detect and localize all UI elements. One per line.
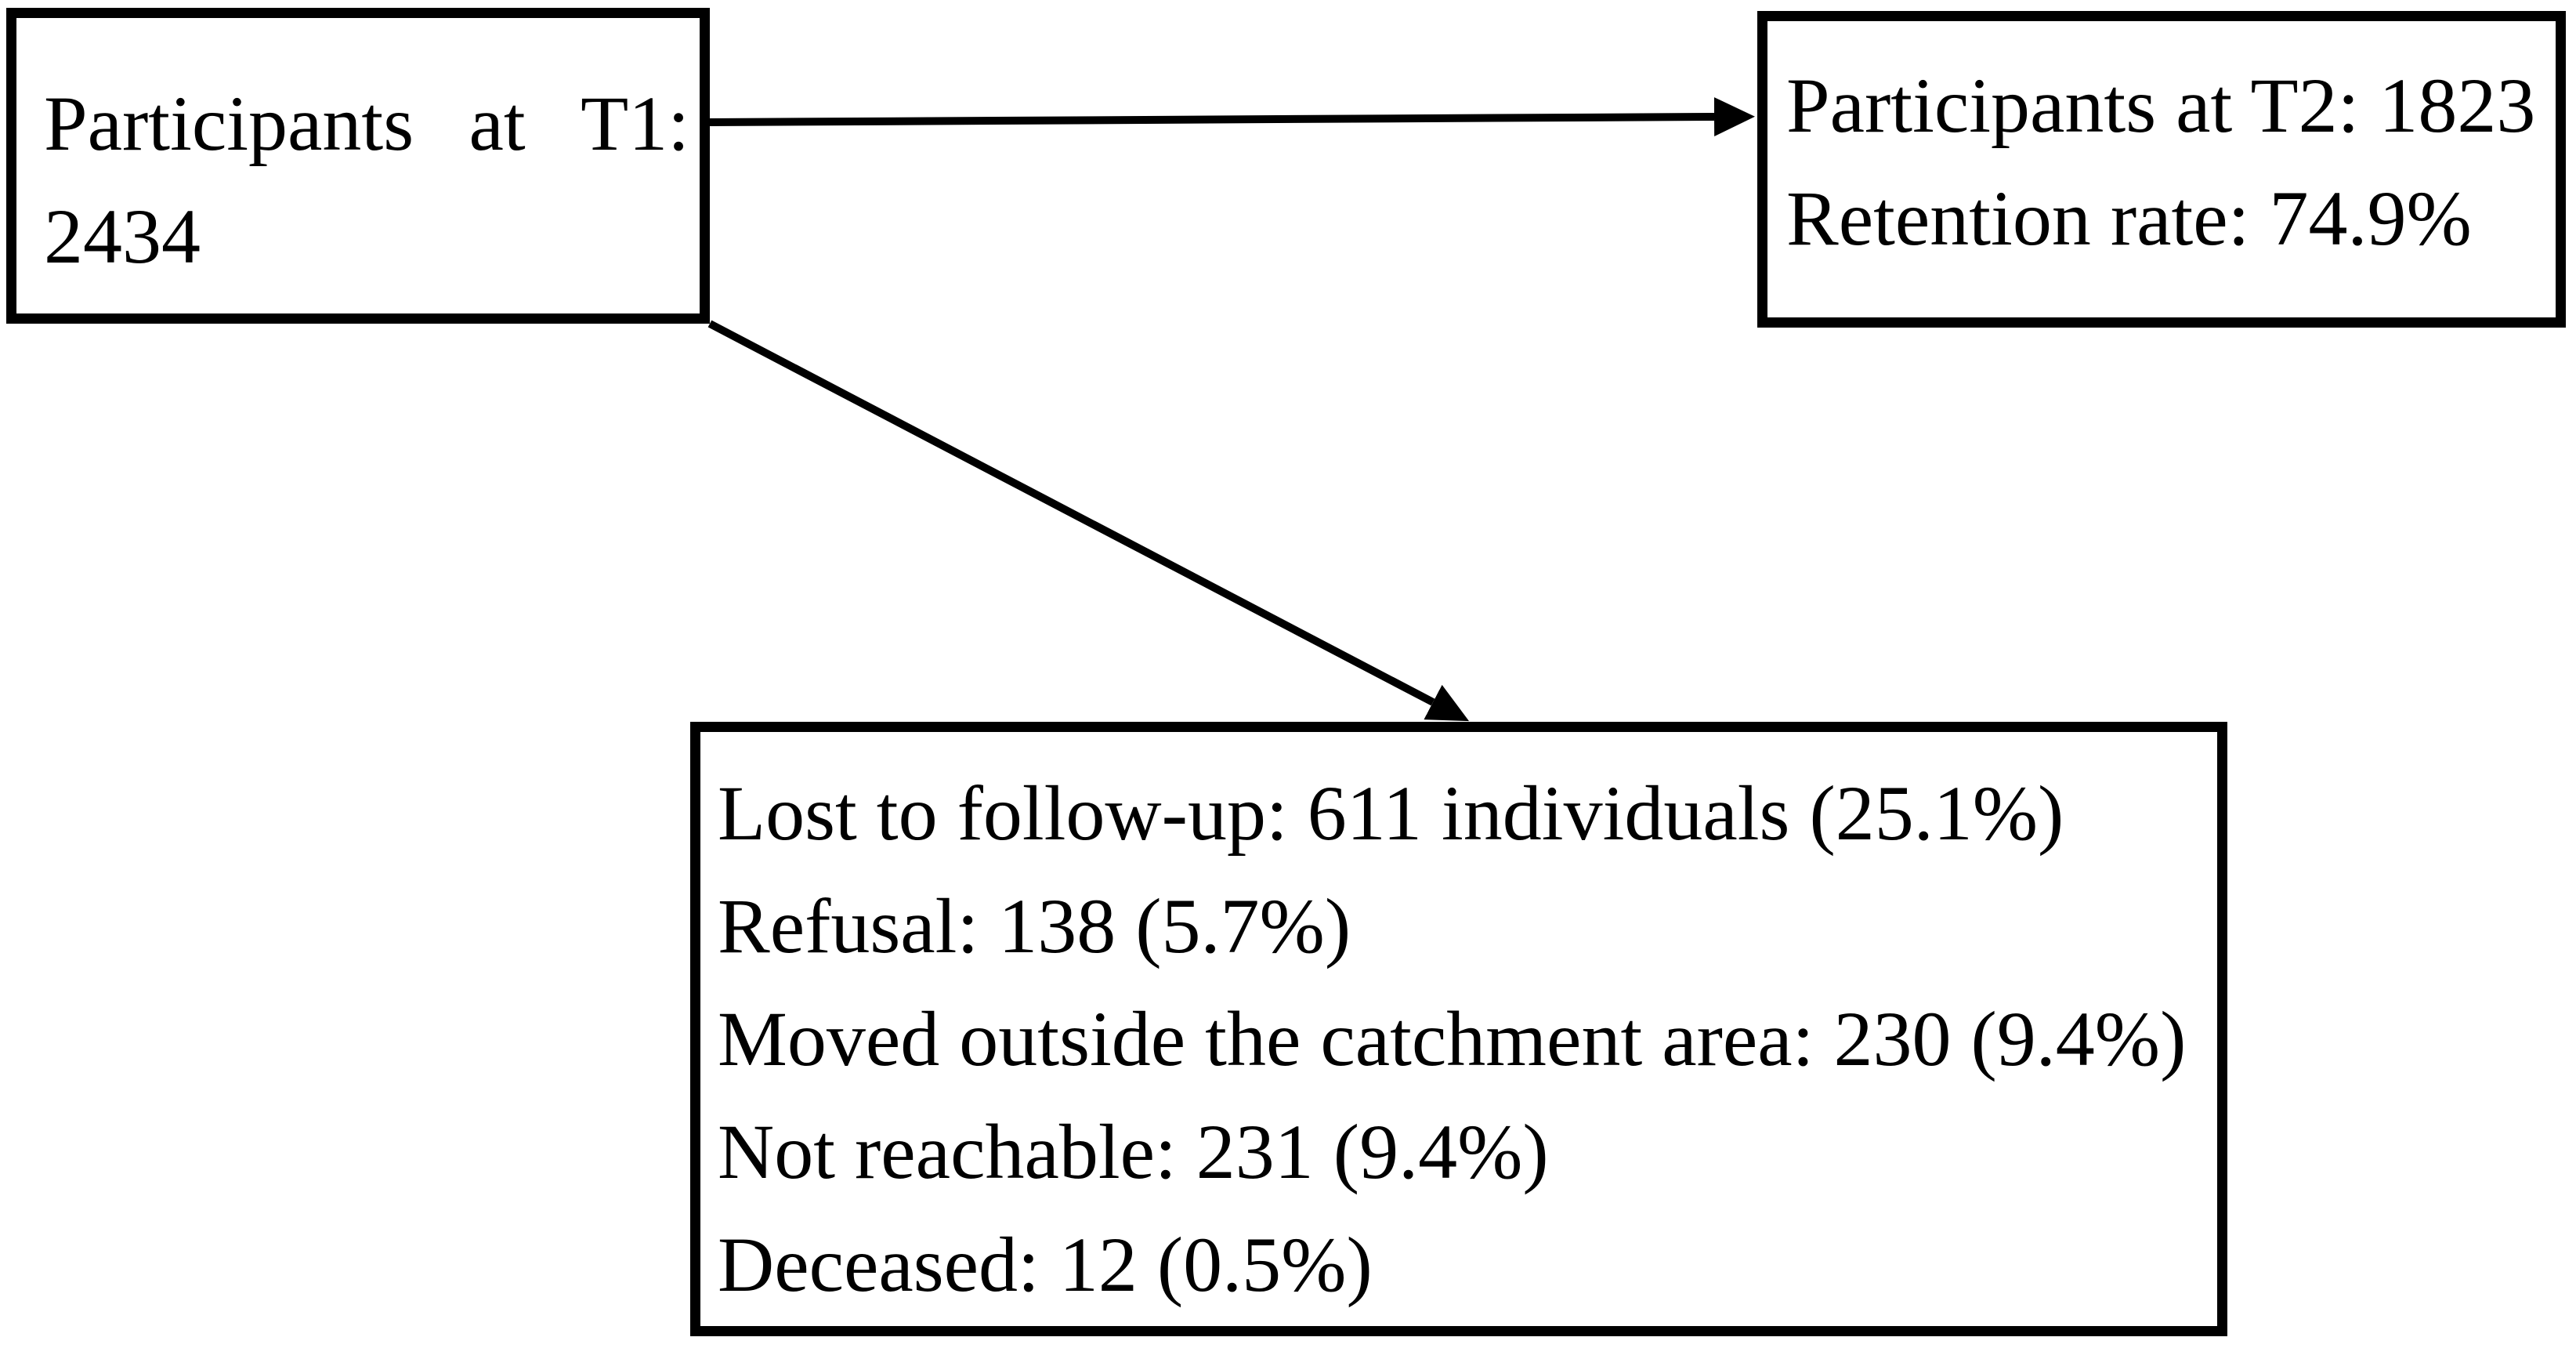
participants-t1-word: at [469, 80, 526, 167]
retention-rate-line: Retention rate: 74.9% [1786, 175, 2472, 262]
box-participants-t2: Participants at T2: 1823 Retention rate:… [1757, 11, 2566, 328]
box-participants-t1: Participants at T1: 2434 [6, 8, 710, 324]
deceased-line: Deceased: 12 (0.5%) [718, 1221, 1373, 1308]
participants-t1-word: T1: [581, 80, 689, 167]
not-reachable-line: Not reachable: 231 (9.4%) [718, 1108, 1549, 1195]
lost-to-followup-line: Lost to follow-up: 611 individuals (25.1… [718, 770, 2064, 857]
moved-outside-line: Moved outside the catchment area: 230 (9… [718, 995, 2187, 1082]
participants-t1-line: Participants at T1: [44, 67, 689, 180]
box-lost-to-followup: Lost to follow-up: 611 individuals (25.1… [690, 722, 2227, 1336]
participants-t1-count: 2434 [44, 193, 201, 280]
arrow-t1-to-lost [707, 320, 1470, 722]
participants-t2-line: Participants at T2: 1823 [1786, 62, 2536, 149]
refusal-line: Refusal: 138 (5.7%) [718, 882, 1351, 969]
arrow-t1-to-t2 [709, 97, 1755, 136]
participants-t1-word: Participants [44, 80, 414, 167]
